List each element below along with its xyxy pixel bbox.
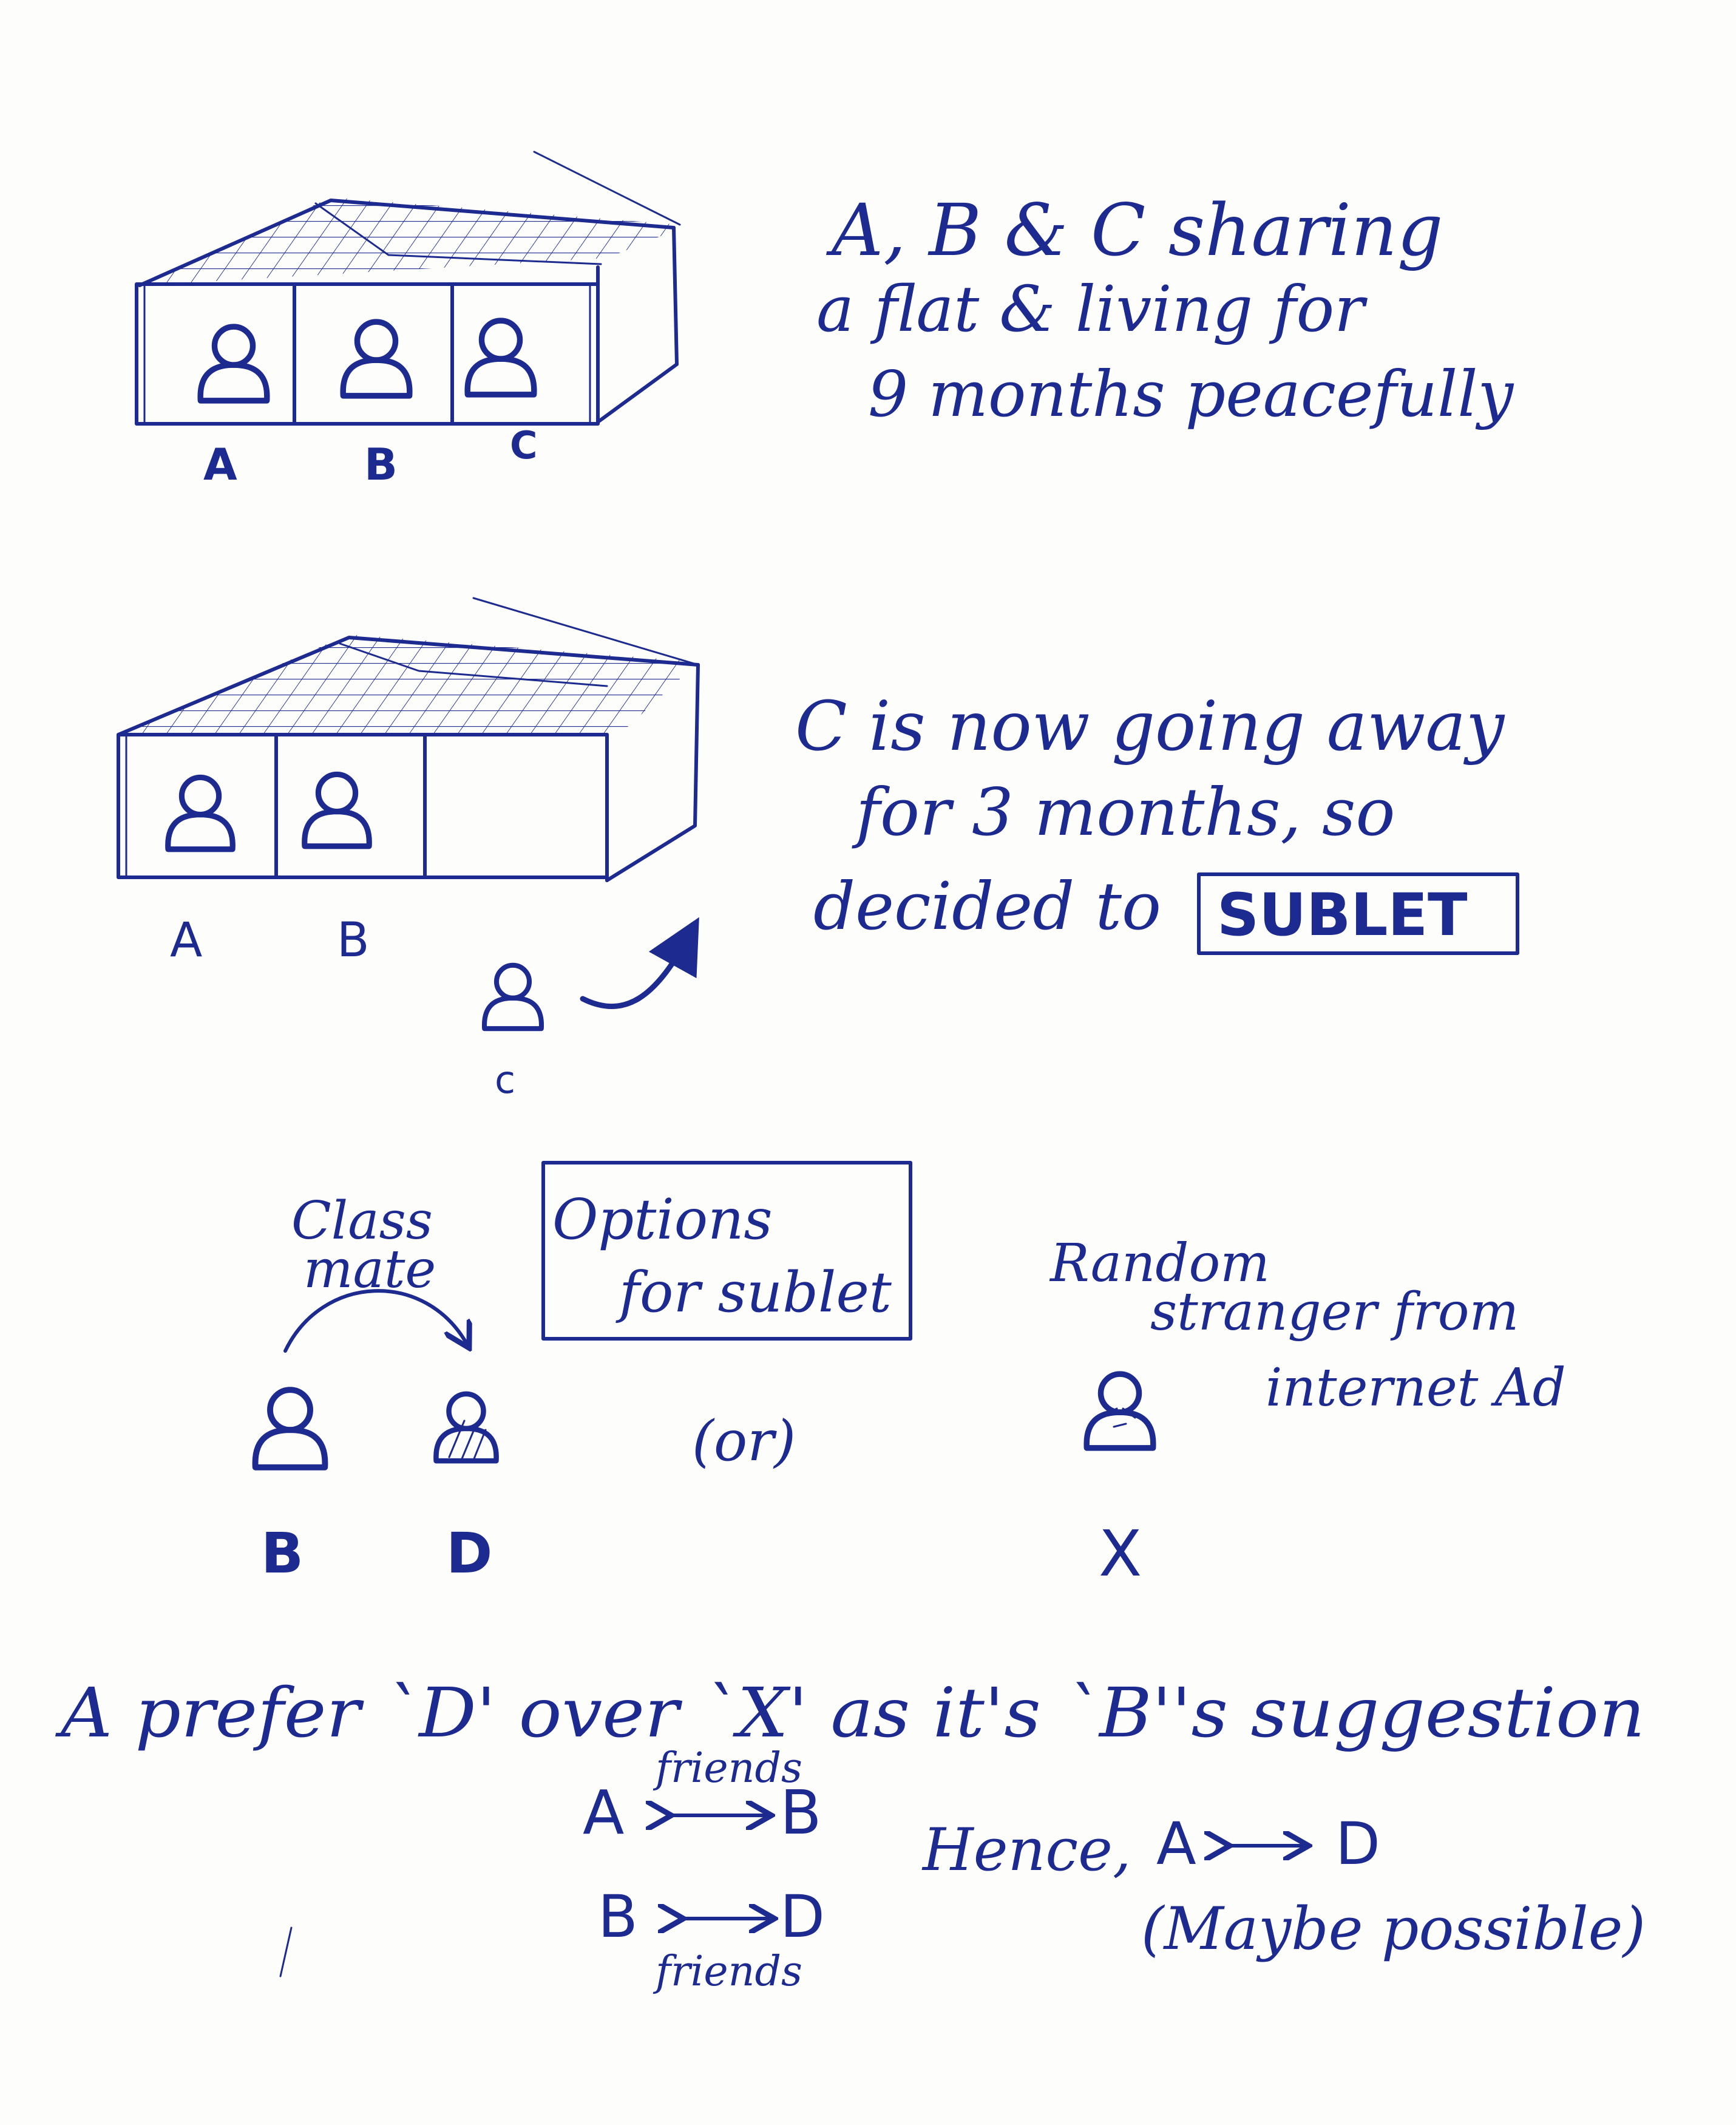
label-b: B — [261, 1521, 303, 1586]
relation-2-left: B — [598, 1883, 638, 1951]
sublet-word: SUBLET — [1217, 881, 1468, 949]
person-x-icon — [1087, 1374, 1153, 1448]
options-line-1: Options — [552, 1187, 773, 1252]
house-2-label-a: A — [170, 913, 202, 968]
house-1-label-b: B — [364, 439, 398, 490]
stray-mark — [279, 1926, 293, 1977]
classmate-arrow-icon — [283, 1289, 467, 1351]
house-scene-2: A B c — [117, 597, 700, 1102]
house-1-label-c: C — [510, 423, 538, 467]
scene-1-line-3: 9 months peacefully — [868, 357, 1514, 431]
stranger-line-1: Random — [1049, 1233, 1270, 1294]
options-line-2: for sublet — [615, 1260, 892, 1325]
relation-2-note: friends — [653, 1948, 802, 1996]
house-2-label-b: B — [337, 913, 370, 968]
maybe-possible: (Maybe possible) — [1141, 1895, 1646, 1963]
relation-2-right: D — [780, 1883, 825, 1951]
stranger-line-2: stranger from — [1150, 1282, 1519, 1342]
relation-1-right: B — [780, 1777, 822, 1848]
sublet-box — [1197, 872, 1519, 955]
relation-1-note: friends — [653, 1744, 802, 1792]
person-b-icon — [343, 322, 410, 396]
house-1-label-a: A — [203, 439, 237, 490]
label-d: D — [446, 1521, 492, 1586]
person-c-icon — [467, 321, 534, 395]
person-b-icon — [305, 774, 370, 846]
scene-2-line-3: decided to — [813, 869, 1161, 945]
scene-2-line-1: C is now going away — [795, 687, 1505, 766]
scene-1-caption: A, B & C sharing a flat & living for 9 m… — [816, 188, 1514, 431]
person-a-icon — [200, 327, 267, 401]
house-scene-1: A B C — [135, 151, 681, 490]
options-scene: Class mate Options for sublet (or) Rando… — [256, 1161, 1566, 1591]
house-2-front — [117, 733, 609, 879]
hence-left: A — [1156, 1810, 1196, 1878]
label-x: X — [1099, 1517, 1142, 1591]
classmate-line-1: Class — [291, 1191, 433, 1251]
hence-label: Hence, — [921, 1816, 1131, 1884]
scene-2-line-2: for 3 months, so — [852, 775, 1395, 851]
person-c-leaving-icon — [484, 965, 541, 1028]
hence-right: D — [1335, 1810, 1380, 1878]
person-b-icon — [256, 1390, 325, 1467]
person-a-icon — [168, 777, 233, 849]
scene-1-line-2: a flat & living for — [816, 272, 1368, 346]
conclusion-sentence: A prefer `D' over `X' as it's `B''s sugg… — [55, 1674, 1645, 1753]
scene-2-caption: C is now going away for 3 months, so dec… — [795, 687, 1519, 955]
house-1-front — [135, 282, 600, 426]
house-1-roof — [143, 197, 680, 285]
scene-1-line-1: A, B & C sharing — [826, 188, 1443, 272]
or-label: (or) — [692, 1409, 796, 1474]
options-box — [541, 1161, 912, 1341]
leaving-arrow-icon — [580, 917, 699, 1010]
stranger-line-3: internet Ad — [1266, 1358, 1566, 1418]
conclusion: A prefer `D' over `X' as it's `B''s sugg… — [55, 1674, 1646, 1996]
house-2-label-c: c — [495, 1058, 515, 1102]
relation-1-left: A — [583, 1777, 624, 1848]
house-2-roof — [118, 634, 698, 735]
